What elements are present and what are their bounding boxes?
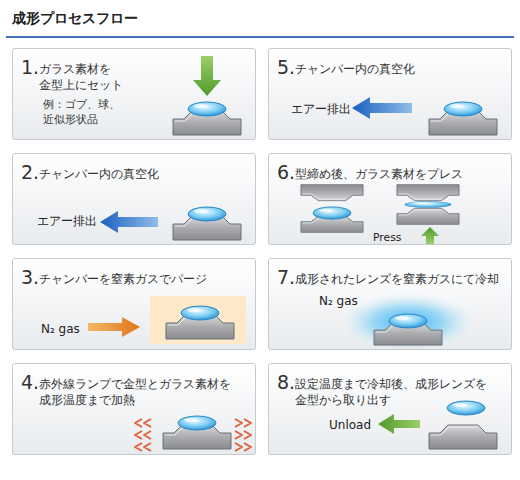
step-number: 8. <box>277 371 295 393</box>
process-step-panel: 4.赤外線ランプで金型とガラス素材を 成形温度まで加熱 <box>12 363 256 455</box>
press-label: Press <box>373 230 401 246</box>
process-step-panel: 2.チャンバー内の真空化エアー排出 <box>12 153 256 245</box>
arrow-label: エアー排出 <box>291 101 351 117</box>
step-number: 2. <box>21 161 39 183</box>
process-step-panel: 5.チャンバー内の真空化エアー排出 <box>268 48 512 140</box>
process-step-panel: 6.型締め後、ガラス素材をプレス Press <box>268 153 512 245</box>
gas-label: N₂ gas <box>41 321 80 337</box>
step-text: チャンバーを窒素ガスでパージ <box>39 271 207 287</box>
step-number: 4. <box>21 371 39 393</box>
step-number: 5. <box>277 56 295 78</box>
arrow-label: エアー排出 <box>37 213 97 229</box>
step-text: 設定温度まで冷却後、成形レンズを 金型から取り出す <box>295 376 489 408</box>
step-text: 成形されたレンズを窒素ガスにて冷却 <box>295 271 499 287</box>
process-step-panel: 3.チャンバーを窒素ガスでパージ N₂ gas <box>12 258 256 350</box>
process-step-panel: 1.ガラス素材を 金型上にセット例：ゴブ、球、 近似形状品 <box>12 48 256 140</box>
step-number: 3. <box>21 266 39 288</box>
step-text: 型締め後、ガラス素材をプレス <box>295 166 463 182</box>
diagram-title: 成形プロセスフロー <box>12 10 138 28</box>
step-text: 赤外線ランプで金型とガラス素材を 成形温度まで加熱 <box>39 376 233 408</box>
example-note: 例：ゴブ、球、 近似形状品 <box>43 97 122 127</box>
step-text: チャンバー内の真空化 <box>39 166 159 182</box>
step-number: 1. <box>21 56 39 78</box>
process-step-panel: 7.成形されたレンズを窒素ガスにて冷却 N₂ gas <box>268 258 512 350</box>
step-number: 6. <box>277 161 295 183</box>
step-text: チャンバー内の真空化 <box>295 61 415 77</box>
step-text: ガラス素材を 金型上にセット <box>39 61 125 93</box>
gas-label: N₂ gas <box>319 293 358 309</box>
step-number: 7. <box>277 266 295 288</box>
arrow-label: Unload <box>329 417 371 433</box>
process-step-panel: 8.設定温度まで冷却後、成形レンズを 金型から取り出す Unload <box>268 363 512 455</box>
